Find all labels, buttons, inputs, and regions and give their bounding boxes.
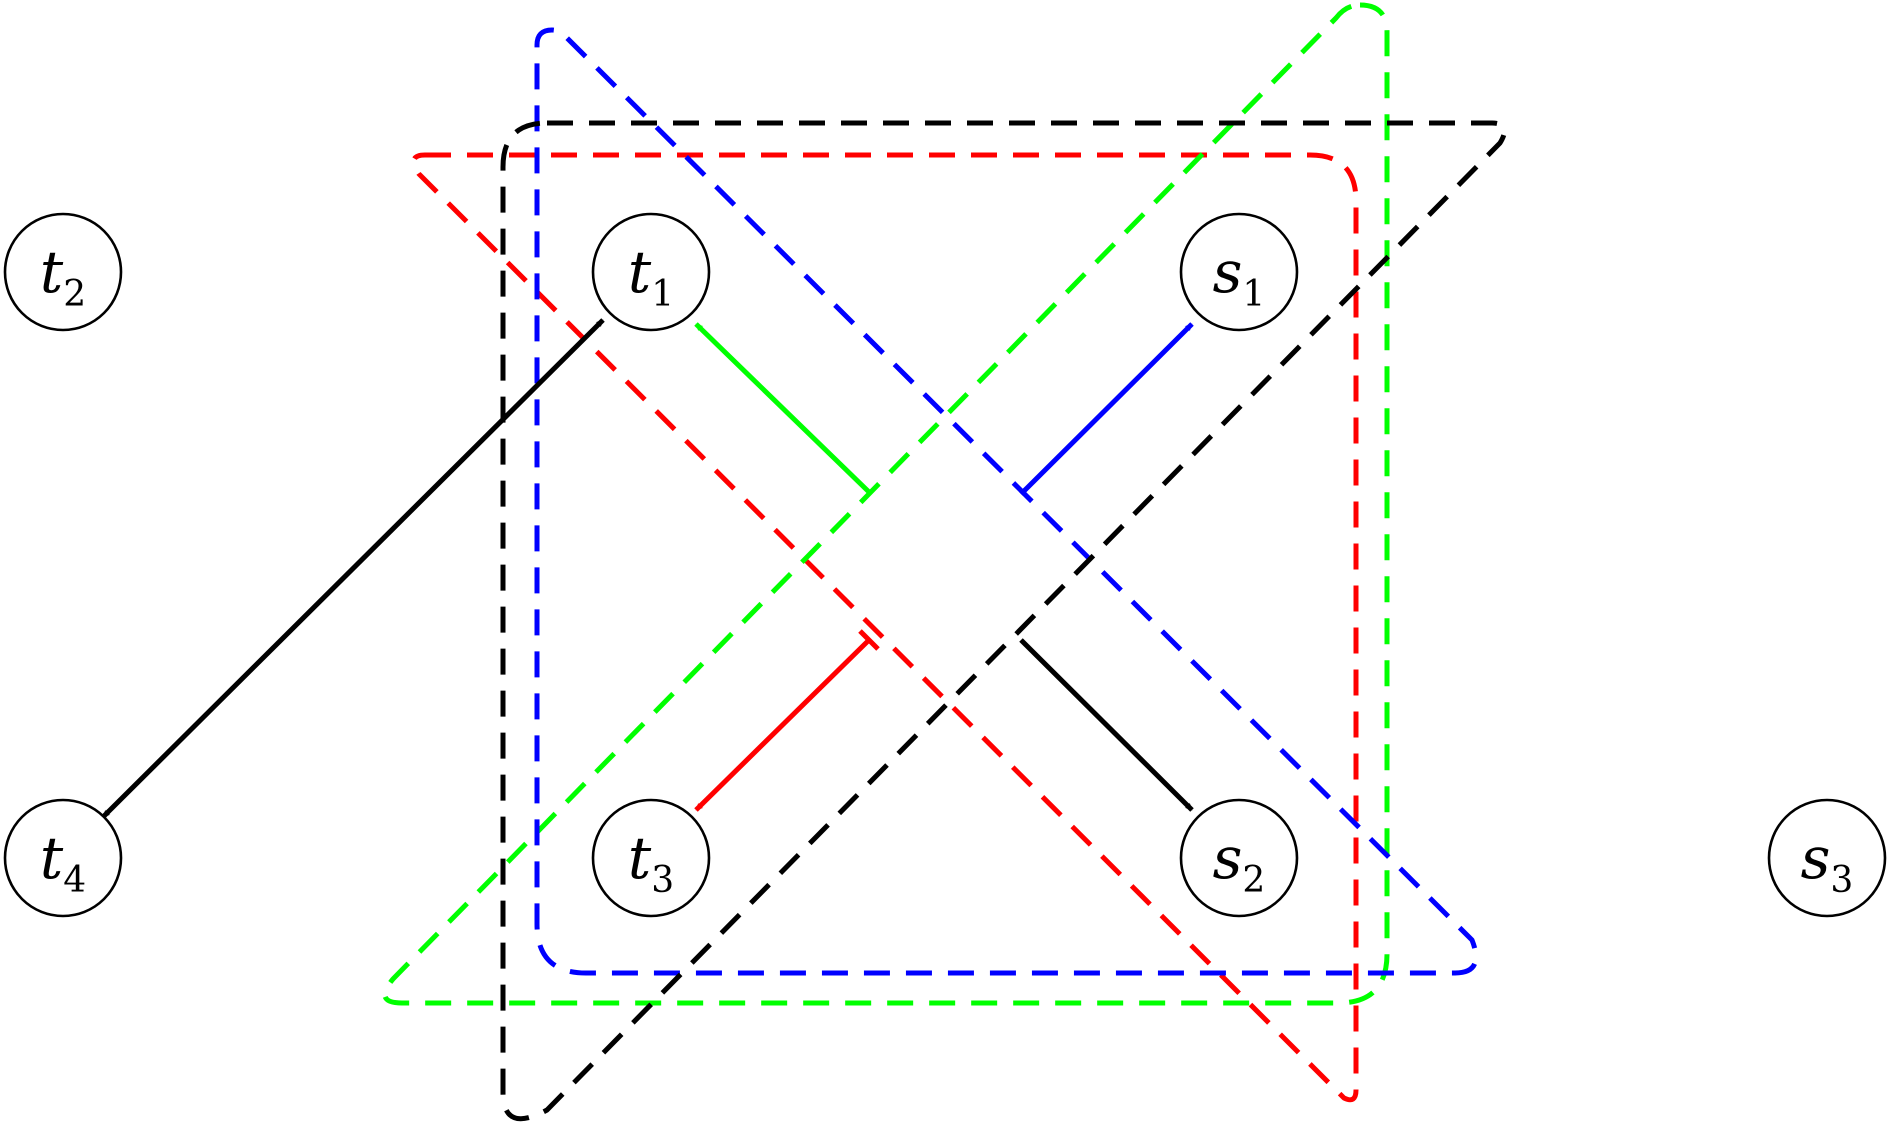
- node-t1: t1: [591, 212, 711, 332]
- edges: [101, 318, 1194, 819]
- node-t3: t3: [591, 798, 711, 918]
- node-s2: s2: [1179, 798, 1299, 918]
- green-arrow: [694, 322, 871, 494]
- regions: [382, 2, 1507, 1122]
- node-s2-letter: s: [1213, 824, 1243, 892]
- svg-text:s3: s3: [1801, 824, 1854, 901]
- svg-text:s1: s1: [1213, 238, 1266, 315]
- node-t4: t4: [3, 798, 123, 918]
- svg-text:t2: t2: [40, 238, 86, 315]
- node-s1: s1: [1179, 212, 1299, 332]
- red-region: [411, 152, 1359, 1103]
- nodes: t1 t2 t3 t4 s1: [3, 212, 1887, 918]
- blue-region: [534, 27, 1479, 976]
- node-t2-letter: t: [40, 238, 64, 306]
- t4-t1-double-arrow: [101, 318, 605, 819]
- black-region: [500, 120, 1507, 1122]
- green-region: [382, 2, 1390, 1006]
- node-s1-sub: 1: [1242, 274, 1265, 315]
- red-arrow: [694, 638, 871, 812]
- node-t3-letter: t: [628, 824, 652, 892]
- node-s1-letter: s: [1213, 238, 1243, 306]
- node-s3-sub: 3: [1830, 860, 1853, 901]
- black-arrow: [1019, 638, 1194, 812]
- node-t4-sub: 4: [63, 860, 86, 901]
- node-t1-letter: t: [628, 238, 652, 306]
- blue-arrow: [1019, 322, 1194, 496]
- node-t2-sub: 2: [63, 274, 86, 315]
- node-s3-letter: s: [1801, 824, 1831, 892]
- node-t2: t2: [3, 212, 123, 332]
- node-s2-sub: 2: [1242, 860, 1265, 901]
- svg-text:t1: t1: [628, 238, 674, 315]
- node-t3-sub: 3: [651, 860, 674, 901]
- svg-text:t4: t4: [40, 824, 86, 901]
- node-t4-letter: t: [40, 824, 64, 892]
- node-s3: s3: [1767, 798, 1887, 918]
- svg-text:s2: s2: [1213, 824, 1266, 901]
- node-t1-sub: 1: [651, 274, 674, 315]
- svg-text:t3: t3: [628, 824, 674, 901]
- red-arrow-tick: [858, 629, 880, 651]
